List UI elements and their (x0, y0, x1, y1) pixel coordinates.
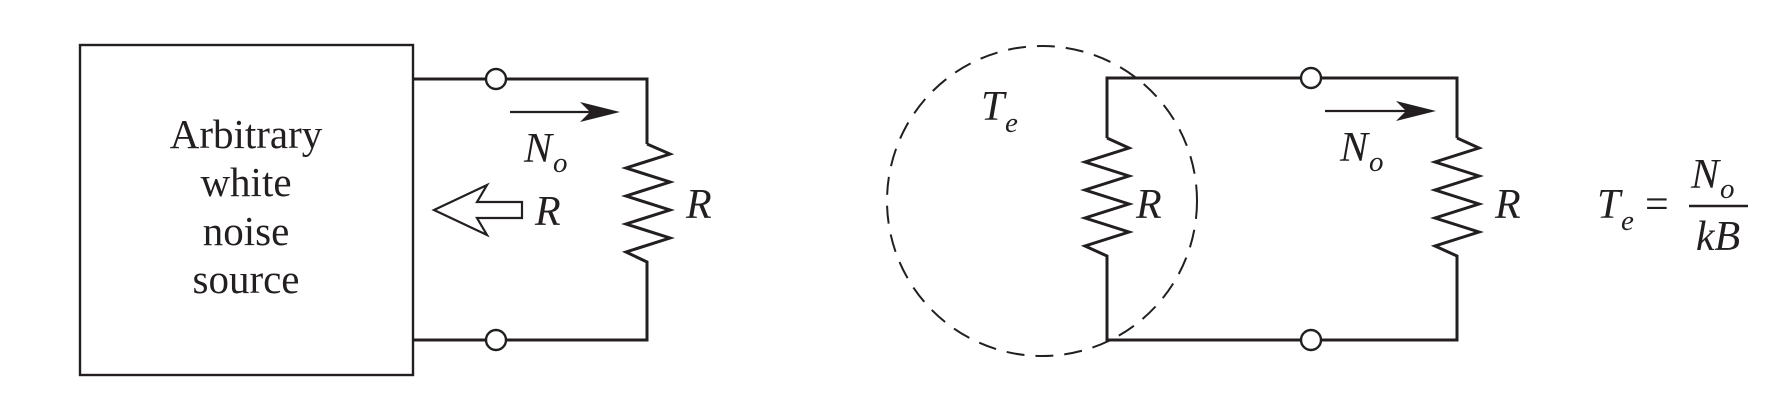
equation-numerator-subscript: o (1720, 173, 1735, 205)
left-load-resistor-label: R (685, 182, 712, 228)
left-output-label: N (523, 126, 554, 172)
equation-equals: = (1645, 182, 1669, 228)
right-output-subscript: o (1369, 146, 1384, 178)
right-circuit: T e R R N o (886, 45, 1521, 357)
noise-source-label-line-3: noise (203, 208, 290, 254)
source-resistance-label: R (534, 189, 561, 235)
noise-source-label-line-1: Arbitrary (170, 111, 323, 157)
equivalent-resistor (1080, 136, 1134, 262)
right-output-arrow-head (1396, 101, 1436, 121)
equivalent-temperature-region (886, 45, 1198, 357)
left-bottom-wire (413, 268, 649, 342)
right-bottom-terminal (1299, 328, 1323, 352)
right-load-resistor-label: R (1494, 182, 1521, 228)
temperature-subscript: e (1005, 107, 1018, 139)
left-output-subscript: o (553, 147, 568, 179)
right-bottom-wire (1105, 262, 1459, 342)
left-bottom-terminal (484, 328, 508, 352)
left-circuit: Arbitrary white noise source N o R R (78, 43, 712, 377)
left-output-arrow-head (580, 102, 620, 122)
source-resistance-arrow (431, 182, 524, 238)
equation-lhs: T (1597, 182, 1623, 228)
noise-source-box (78, 43, 415, 377)
equation-lhs-subscript: e (1621, 205, 1634, 237)
left-top-terminal (484, 67, 508, 91)
noise-source-label-line-4: source (192, 256, 299, 302)
right-top-terminal (1299, 66, 1323, 90)
equivalent-resistor-label: R (1135, 182, 1162, 228)
right-output-label: N (1339, 125, 1370, 171)
right-load-resistor (1430, 136, 1484, 262)
equation-denominator: kB (1696, 214, 1740, 260)
right-top-wire (1105, 76, 1459, 138)
left-load-resistor (621, 142, 675, 268)
temperature-label: T (981, 84, 1007, 130)
equation-numerator: N (1690, 152, 1721, 198)
noise-source-label-line-2: white (200, 159, 291, 205)
noise-temperature-equation: T e = N o kB (1597, 152, 1748, 260)
